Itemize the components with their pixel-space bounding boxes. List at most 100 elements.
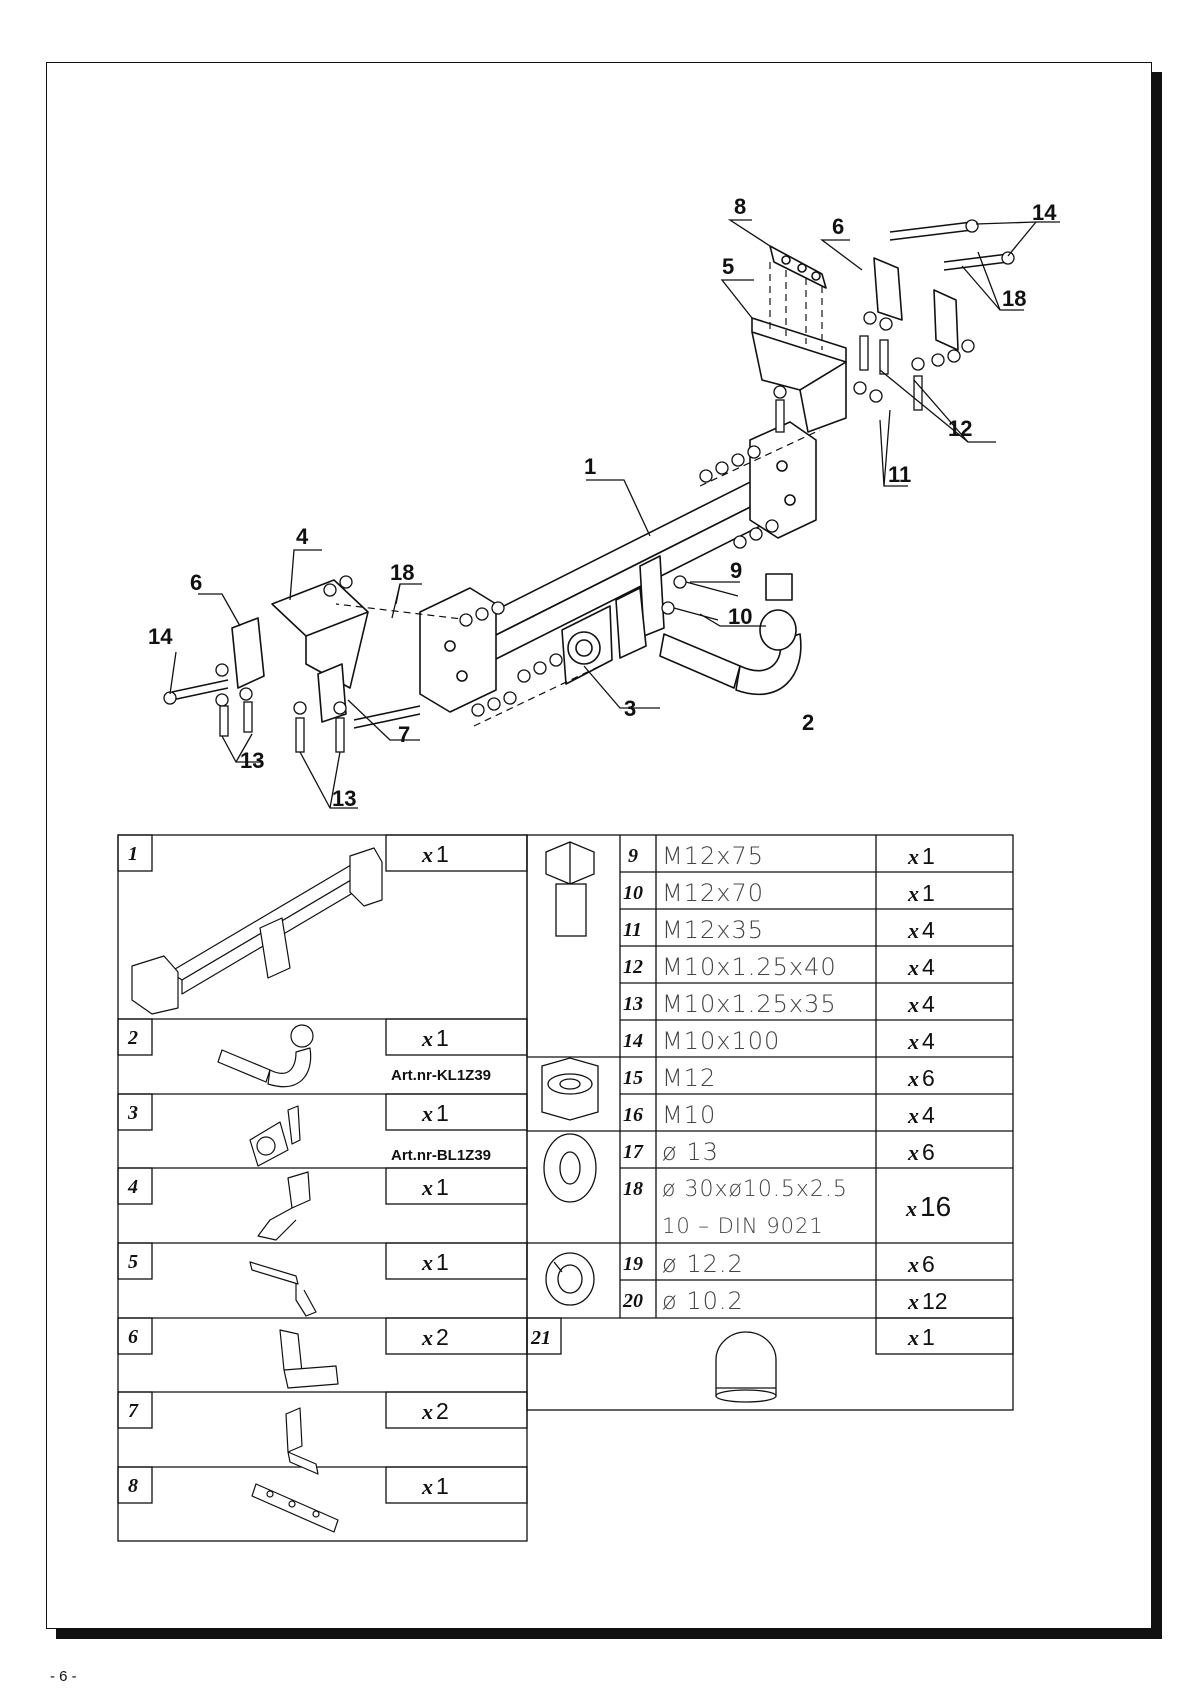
thumb-bracket-6 xyxy=(279,1329,339,1389)
right-row-15-no: 15 xyxy=(623,1067,643,1089)
right-row-11-spec: M12x35 xyxy=(662,916,764,944)
right-row-20-spec: ø 10.2 xyxy=(662,1287,744,1315)
cap-icon xyxy=(715,1331,777,1403)
right-row-18-no: 18 xyxy=(623,1178,643,1200)
right-row-17-spec: ø 13 xyxy=(662,1138,719,1166)
left-row-8-no: 8 xyxy=(128,1475,138,1497)
right-row-15-spec: M12 xyxy=(662,1064,716,1092)
right-row-19-no: 19 xyxy=(623,1253,643,1275)
left-row-3-artnr: Art.nr-BL1Z39 xyxy=(391,1147,491,1164)
right-row-18-spec-line2: 10 – DIN 9021 xyxy=(662,1214,824,1238)
callout-14-left: 14 xyxy=(148,624,173,649)
callout-2: 2 xyxy=(802,710,814,735)
right-row-9-no: 9 xyxy=(628,845,638,867)
callout-18-left: 18 xyxy=(390,560,414,585)
thumb-bracket-5 xyxy=(249,1261,317,1317)
exploded-view: 1 2 3 4 5 6 6 7 8 9 10 11 12 13 13 14 14… xyxy=(148,194,1060,811)
bolt-icon xyxy=(545,841,595,937)
towball-drawing xyxy=(659,573,802,696)
right-row-10-no: 10 xyxy=(623,882,643,904)
callout-13-a: 13 xyxy=(240,748,264,773)
right-row-21-no: 21 xyxy=(530,1327,551,1349)
left-row-6-no: 6 xyxy=(128,1326,138,1348)
right-row-18-spec: ø 30xø10.5x2.5 xyxy=(662,1177,848,1202)
assembly-lines xyxy=(335,262,823,727)
thumb-bracket-4 xyxy=(257,1171,311,1241)
callout-7: 7 xyxy=(398,722,410,747)
callout-11: 11 xyxy=(888,462,911,487)
left-row-2-no: 2 xyxy=(127,1027,138,1049)
right-row-12-spec: M10x1.25x40 xyxy=(662,953,837,981)
thumb-towball xyxy=(217,1024,314,1088)
hardware-drawing xyxy=(163,219,1015,753)
right-row-10-spec: M12x70 xyxy=(662,879,764,907)
callout-4: 4 xyxy=(296,524,309,549)
callout-1: 1 xyxy=(584,454,596,479)
right-row-14-no: 14 xyxy=(623,1030,643,1052)
callout-5: 5 xyxy=(722,254,734,279)
right-row-19-spec: ø 12.2 xyxy=(662,1250,744,1278)
right-row-20-no: 20 xyxy=(622,1290,643,1312)
right-row-12-no: 12 xyxy=(623,956,643,978)
right-row-11-no: 11 xyxy=(623,919,642,941)
page-frame xyxy=(46,62,1152,1629)
right-row-17-no: 17 xyxy=(623,1141,644,1163)
thumb-crossbar xyxy=(131,847,383,1015)
washer-icon xyxy=(543,1133,597,1203)
left-row-7-no: 7 xyxy=(128,1400,139,1422)
left-row-2-artnr: Art.nr-KL1Z39 xyxy=(391,1067,491,1084)
right-parts-table: 9 10 11 12 13 14 15 16 17 18 19 20 21 M1… xyxy=(526,834,1014,1411)
left-row-5-no: 5 xyxy=(128,1251,138,1273)
callout-12: 12 xyxy=(948,416,972,441)
left-row-4-no: 4 xyxy=(127,1176,138,1198)
page-number: - 6 - xyxy=(50,1668,77,1685)
callout-3: 3 xyxy=(624,696,636,721)
crossbar-drawing xyxy=(419,421,817,713)
right-row-14-spec: M10x100 xyxy=(662,1027,780,1055)
callout-6-left: 6 xyxy=(190,570,202,595)
left-row-3-no: 3 xyxy=(127,1102,138,1124)
callout-9: 9 xyxy=(730,558,742,583)
callout-14-right: 14 xyxy=(1032,200,1057,225)
right-row-16-spec: M10 xyxy=(662,1101,716,1129)
thumb-plate-8 xyxy=(251,1483,339,1533)
thumb-bracket-7 xyxy=(285,1407,319,1475)
callout-8: 8 xyxy=(734,194,746,219)
right-row-13-no: 13 xyxy=(623,993,643,1015)
callout-13-b: 13 xyxy=(332,786,356,811)
spring-washer-icon xyxy=(545,1252,595,1306)
callout-18-right: 18 xyxy=(1002,286,1026,311)
right-brackets-drawing xyxy=(751,221,1009,433)
thumb-socket-plate xyxy=(249,1105,301,1167)
leader-lines xyxy=(169,219,1060,809)
right-row-13-spec: M10x1.25x35 xyxy=(662,990,837,1018)
right-row-9-spec: M12x75 xyxy=(662,842,764,870)
left-row-1-no: 1 xyxy=(128,843,138,865)
callout-6-right: 6 xyxy=(832,214,844,239)
callout-10: 10 xyxy=(728,604,752,629)
right-row-16-no: 16 xyxy=(623,1104,643,1126)
